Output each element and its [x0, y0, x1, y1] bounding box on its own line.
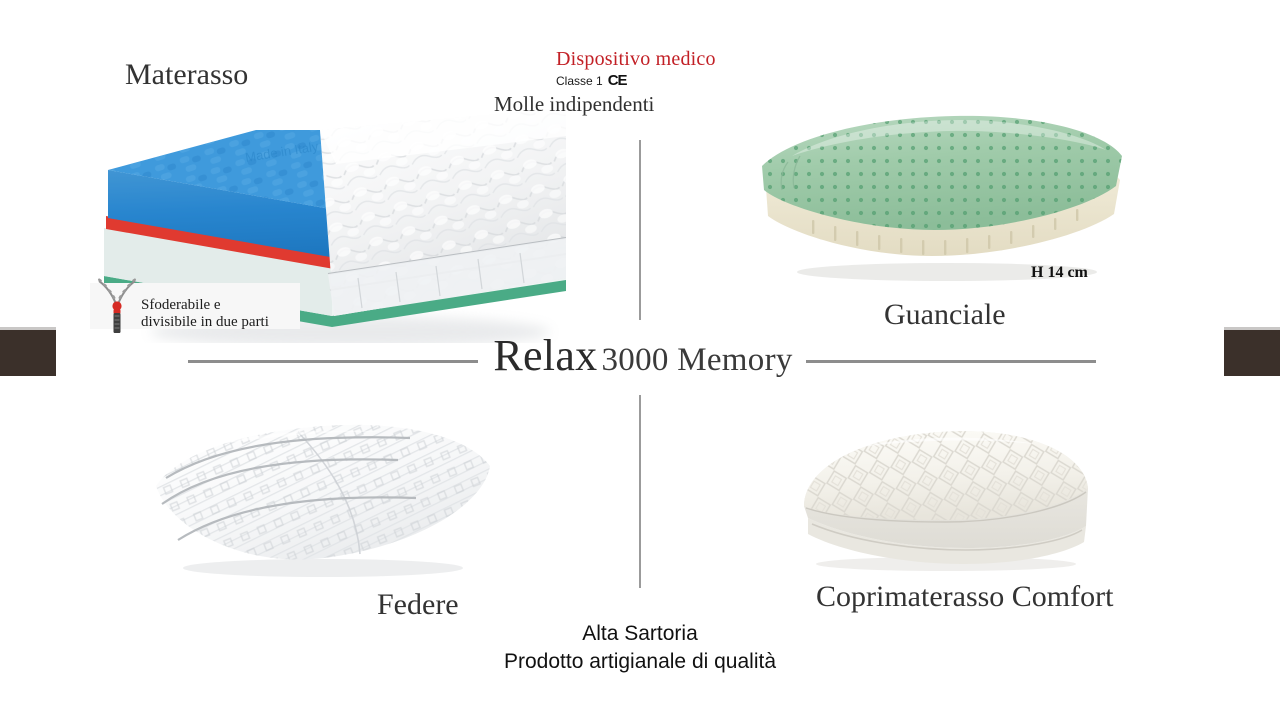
product-title: Relax 3000 Memory [493, 330, 793, 381]
label-materasso: Materasso [125, 58, 249, 91]
caption-line1: Alta Sartoria [582, 622, 698, 645]
title-rule-right [806, 360, 1096, 363]
vertical-divider-top [639, 140, 641, 320]
medical-device-title: Dispositivo medico [556, 48, 716, 70]
mattress-cover-image [786, 414, 1106, 574]
bottom-caption: Alta Sartoria Prodotto artigianale di qu… [0, 620, 1280, 676]
left-edge-block [0, 327, 56, 376]
label-molle-indipendenti: Molle indipendenti [494, 92, 655, 116]
ce-mark-icon: CE [607, 72, 628, 89]
label-pillow-height: H 14 cm [1031, 264, 1088, 281]
zipper-note-line2: divisibile in due parti [141, 314, 269, 330]
label-guanciale: Guanciale [884, 298, 1006, 331]
title-rule-left [188, 360, 478, 363]
product-title-main: Relax [493, 331, 598, 380]
label-federe: Federe [377, 588, 459, 621]
medical-device-badge: Dispositivo medico Classe 1 CE [556, 48, 716, 89]
caption-line2: Prodotto artigianale di qualità [503, 650, 776, 673]
zipper-note-line1: Sfoderabile e [141, 297, 221, 313]
pillowcase-image [148, 412, 498, 582]
product-title-model: 3000 Memory [601, 342, 793, 378]
memory-pillow-image [752, 104, 1132, 284]
device-class-label: Classe 1 [556, 73, 603, 88]
right-edge-block [1224, 327, 1280, 376]
label-coprimaterasso: Coprimaterasso Comfort [816, 580, 1114, 613]
medical-device-subline: Classe 1 CE [556, 72, 716, 89]
vertical-divider-bottom [639, 395, 641, 588]
zipper-note-text: Sfoderabile e divisibile in due parti [141, 297, 269, 331]
zipper-icon [96, 276, 138, 336]
